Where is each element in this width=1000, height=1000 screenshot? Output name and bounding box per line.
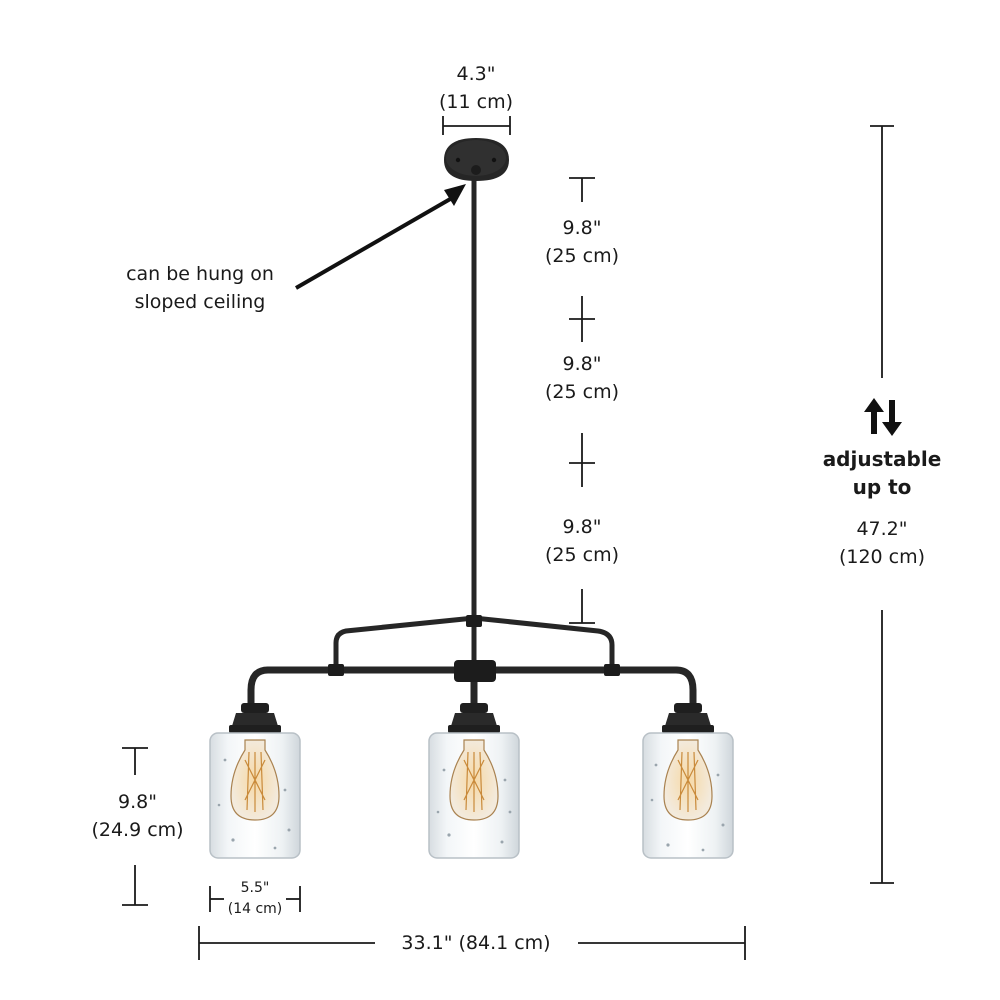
- shade-width-dimension: [209, 886, 301, 912]
- adjustable-label: adjustable up to: [812, 445, 952, 501]
- canopy-width-label: 4.3" (11 cm): [426, 60, 526, 116]
- shade-width-cm: (14 cm): [227, 901, 283, 917]
- shade-height-label: 9.8" (24.9 cm): [80, 788, 195, 844]
- shade-height-dimension: [122, 747, 148, 906]
- sloped-ceiling-note: can be hung on sloped ceiling: [110, 260, 290, 316]
- rod-segment-3-in: 9.8": [562, 516, 602, 538]
- adjustable-line1: adjustable: [822, 447, 942, 471]
- rod-segment-2-cm: (25 cm): [545, 381, 619, 403]
- up-down-arrows-icon: [864, 398, 902, 436]
- rod-segment-3-cm: (25 cm): [545, 544, 619, 566]
- canopy-width-cm: (11 cm): [439, 91, 513, 113]
- adjustable-line2: up to: [852, 475, 912, 499]
- canopy-width-dimension: [442, 116, 511, 135]
- adjustable-cm: (120 cm): [838, 546, 926, 568]
- rod-segment-1-cm: (25 cm): [545, 245, 619, 267]
- rod-segment-1-in: 9.8": [562, 217, 602, 239]
- shade-width-in: 5.5": [240, 880, 270, 896]
- shade-height-cm: (24.9 cm): [91, 819, 184, 841]
- rod-segment-2-label: 9.8" (25 cm): [532, 350, 632, 406]
- lamp-right: [642, 703, 734, 859]
- sloped-ceiling-line1: can be hung on: [126, 263, 274, 285]
- ceiling-canopy: [444, 138, 509, 181]
- overall-width-text: 33.1" (84.1 cm): [401, 932, 551, 954]
- arm-joints: [328, 615, 620, 682]
- canopy-width-in: 4.3": [456, 63, 496, 85]
- adjustable-value: 47.2" (120 cm): [822, 515, 942, 571]
- lamp-left: [209, 703, 301, 859]
- overall-width-dimension: [198, 926, 746, 960]
- overall-width-label: 33.1" (84.1 cm): [376, 929, 576, 957]
- lamp-center: [428, 703, 520, 859]
- overall-height-dimension: [870, 125, 894, 884]
- adjustable-in: 47.2": [856, 518, 908, 540]
- rod-segment-3-label: 9.8" (25 cm): [532, 513, 632, 569]
- sloped-ceiling-arrow: [295, 184, 466, 290]
- sloped-ceiling-line2: sloped ceiling: [134, 291, 266, 313]
- rod-segment-dimensions: [569, 177, 595, 624]
- shade-width-label: 5.5" (14 cm): [215, 878, 295, 920]
- rod-segment-2-in: 9.8": [562, 353, 602, 375]
- rod-segment-1-label: 9.8" (25 cm): [532, 214, 632, 270]
- shade-height-in: 9.8": [118, 791, 157, 813]
